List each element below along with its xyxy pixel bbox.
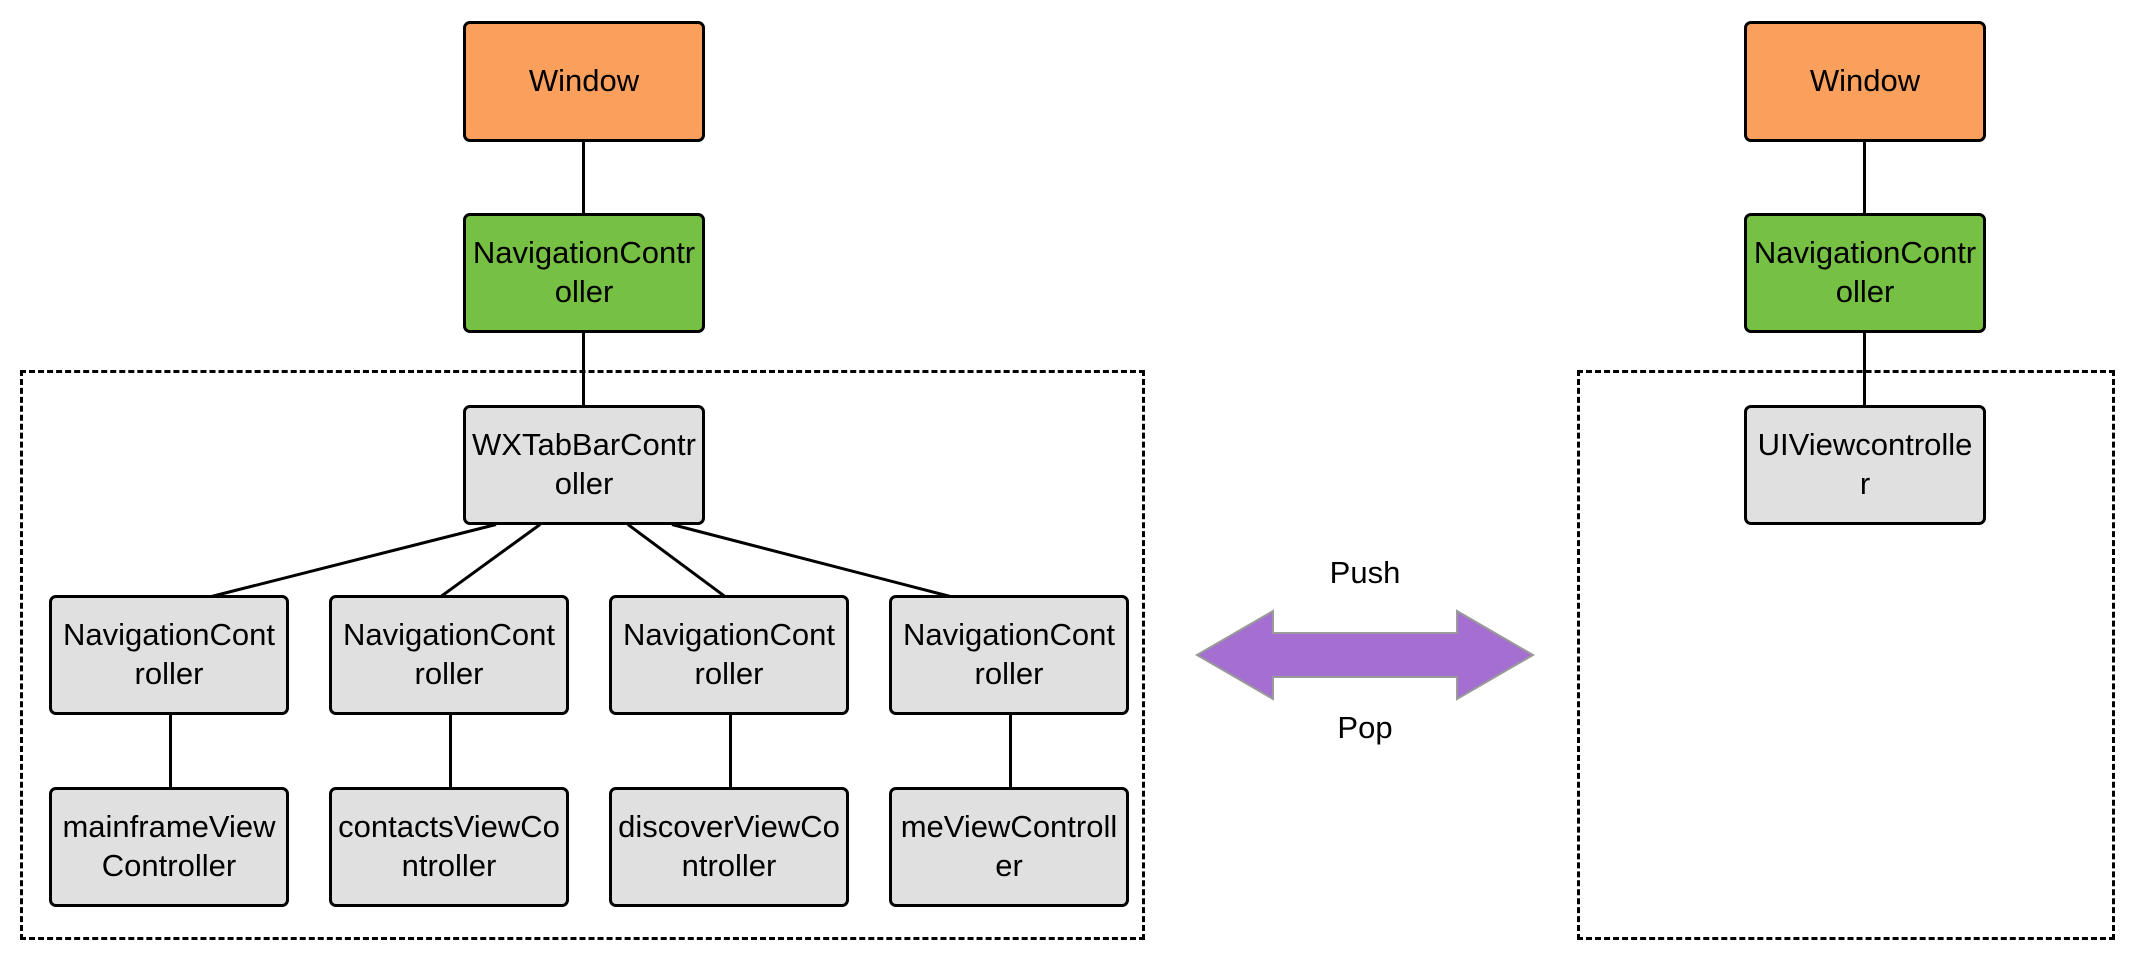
node-left-root-navigationcontroller-label: NavigationController (472, 235, 696, 309)
node-meviewcontroller[interactable]: meViewController (889, 787, 1129, 907)
node-discoverviewcontroller-label: discoverViewController (618, 809, 840, 883)
edge-navcontroller-3-to-leaf-3 (729, 715, 732, 789)
edge-window-to-navcontroller (582, 140, 585, 215)
push-pop-double-arrow-icon (1195, 609, 1535, 701)
node-meviewcontroller-label: meViewController (900, 809, 1118, 883)
edge-navcontroller-1-to-leaf-1 (169, 715, 172, 789)
node-left-window-label: Window (528, 63, 640, 99)
node-navigationcontroller-3[interactable]: NavigationController (609, 595, 849, 715)
node-navigationcontroller-1-label: NavigationController (63, 617, 275, 691)
edge-navcontroller-to-tabbarcontroller (582, 331, 585, 407)
node-right-window-label: Window (1809, 63, 1921, 99)
node-navigationcontroller-4-label: NavigationController (903, 617, 1115, 691)
node-discoverviewcontroller[interactable]: discoverViewController (609, 787, 849, 907)
node-mainframeviewcontroller-label: mainframeViewController (62, 809, 276, 883)
node-navigationcontroller-3-label: NavigationController (623, 617, 835, 691)
edge-navcontroller-2-to-leaf-2 (449, 715, 452, 789)
node-right-navigationcontroller-label: NavigationController (1753, 235, 1977, 309)
node-navigationcontroller-4[interactable]: NavigationController (889, 595, 1129, 715)
node-wxtabbarcontroller[interactable]: WXTabBarController (463, 405, 705, 525)
pop-label: Pop (1337, 710, 1393, 745)
node-uiviewcontroller-label: UIViewcontroller (1757, 427, 1973, 501)
node-navigationcontroller-2-label: NavigationController (343, 617, 555, 691)
edge-right-window-to-navcontroller (1863, 140, 1866, 215)
node-wxtabbarcontroller-label: WXTabBarController (472, 427, 696, 501)
edge-navcontroller-4-to-leaf-4 (1009, 715, 1012, 789)
node-navigationcontroller-2[interactable]: NavigationController (329, 595, 569, 715)
node-navigationcontroller-1[interactable]: NavigationController (49, 595, 289, 715)
push-pop-transition: Push Pop (1195, 555, 1535, 755)
node-uiviewcontroller[interactable]: UIViewcontroller (1744, 405, 1986, 525)
node-mainframeviewcontroller[interactable]: mainframeViewController (49, 787, 289, 907)
node-contactsviewcontroller[interactable]: contactsViewController (329, 787, 569, 907)
right-group-dashed-boundary (1577, 370, 2115, 940)
node-right-navigationcontroller[interactable]: NavigationController (1744, 213, 1986, 333)
node-contactsviewcontroller-label: contactsViewController (338, 809, 560, 883)
node-left-root-navigationcontroller[interactable]: NavigationController (463, 213, 705, 333)
node-right-window[interactable]: Window (1744, 21, 1986, 142)
edge-right-navcontroller-to-uiviewcontroller (1863, 331, 1866, 407)
node-left-window[interactable]: Window (463, 21, 705, 142)
push-label: Push (1329, 555, 1401, 590)
